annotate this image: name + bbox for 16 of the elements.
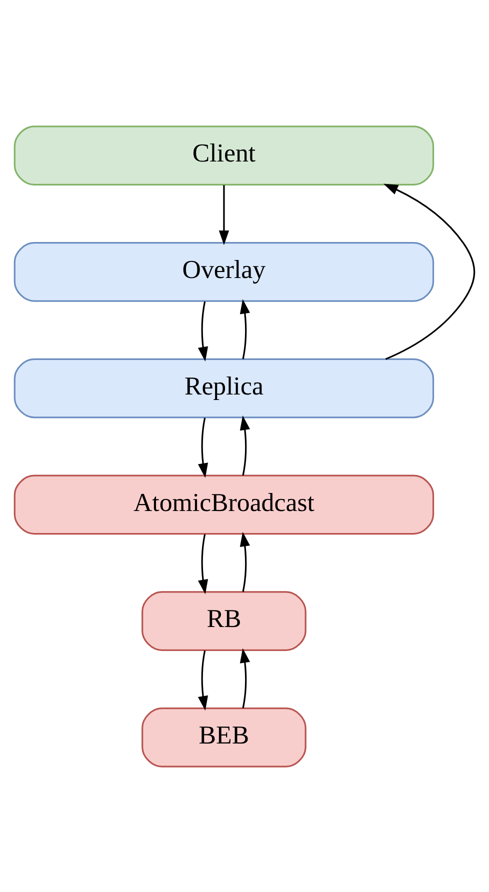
arrow bbox=[240, 648, 250, 708]
arrow bbox=[198, 417, 208, 478]
node-box: AtomicBroadcast bbox=[14, 474, 434, 534]
arrow bbox=[240, 531, 250, 592]
node-box: Client bbox=[14, 125, 434, 185]
arrow bbox=[198, 300, 208, 361]
arrow bbox=[198, 650, 208, 710]
arrow bbox=[218, 184, 230, 245]
node-box: Overlay bbox=[14, 242, 434, 302]
node-box: Replica bbox=[14, 358, 434, 418]
arrow bbox=[383, 183, 476, 360]
node-box: RB bbox=[142, 590, 306, 650]
node-box: BEB bbox=[142, 707, 306, 767]
arrow bbox=[240, 414, 250, 476]
arrow bbox=[198, 534, 208, 594]
arrow bbox=[240, 298, 250, 359]
